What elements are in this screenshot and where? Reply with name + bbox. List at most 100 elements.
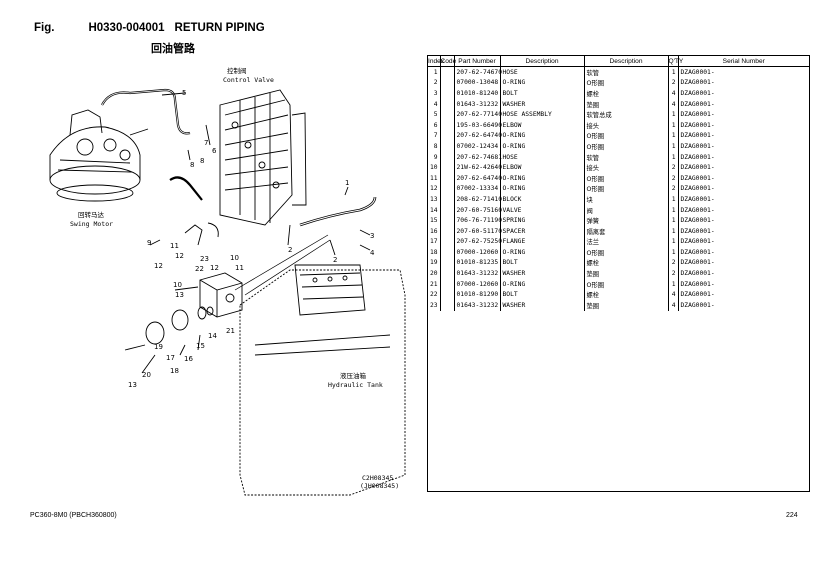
description-en-cell: SPACER bbox=[500, 225, 585, 237]
svg-text:22: 22 bbox=[195, 265, 204, 273]
code-cell bbox=[440, 141, 455, 152]
index-cell: 10 bbox=[428, 162, 441, 173]
svg-text:11: 11 bbox=[235, 264, 244, 272]
svg-text:8: 8 bbox=[190, 161, 194, 169]
index-cell: 5 bbox=[428, 109, 441, 120]
qty-cell: 1 bbox=[668, 204, 679, 216]
description-en-cell: O-RING bbox=[500, 77, 585, 89]
parts-diagram: 控制阀 Control Valve 回转马达 Swing Motor 液压油箱 … bbox=[49, 66, 406, 496]
description-en-cell: FLANGE bbox=[500, 236, 585, 248]
control-valve-drawing bbox=[219, 89, 307, 226]
part-number-cell: 21W-62-42640 bbox=[454, 162, 502, 173]
svg-text:23: 23 bbox=[200, 255, 209, 263]
description-cn-cell: 块 bbox=[584, 194, 669, 205]
qty-cell: 2 bbox=[668, 77, 679, 89]
hyd-tank-label-cn: 液压油箱 bbox=[340, 371, 367, 380]
index-cell: 7 bbox=[428, 130, 441, 142]
fig-label: Fig. bbox=[34, 22, 55, 34]
svg-text:13: 13 bbox=[128, 381, 137, 389]
part-number-cell: 208-62-71410 bbox=[454, 194, 502, 205]
description-cn-cell: O形圈 bbox=[584, 141, 669, 152]
svg-text:8: 8 bbox=[200, 157, 204, 165]
description-en-cell: ELBOW bbox=[500, 119, 585, 131]
description-en-cell: BLOCK bbox=[500, 194, 585, 205]
qty-cell: 1 bbox=[668, 130, 679, 142]
serial-number-cell: DZAG0001- bbox=[680, 206, 715, 214]
svg-text:2: 2 bbox=[288, 246, 292, 254]
qty-cell: 2 bbox=[668, 162, 679, 173]
index-cell: 11 bbox=[428, 172, 441, 184]
fig-subtitle: 回油管路 bbox=[151, 42, 195, 55]
serial-number-cell: DZAG0001- bbox=[680, 142, 715, 150]
index-cell: 8 bbox=[428, 141, 441, 152]
control-valve-label-en: Control Valve bbox=[223, 76, 274, 84]
svg-text:20: 20 bbox=[142, 371, 151, 379]
part-number-cell: 01010-81290 bbox=[454, 289, 501, 301]
svg-text:17: 17 bbox=[166, 354, 175, 362]
description-cn-cell: O形圈 bbox=[584, 77, 669, 89]
control-valve-label-cn: 控制阀 bbox=[227, 66, 247, 75]
part-number-cell: 01010-81240 bbox=[454, 88, 501, 99]
index-cell: 4 bbox=[428, 98, 441, 110]
description-cn-cell: 弹簧 bbox=[584, 215, 669, 226]
serial-number-cell: DZAG0001- bbox=[680, 195, 715, 203]
part-number-cell: 07000-13048 bbox=[454, 77, 501, 89]
code-cell bbox=[440, 194, 455, 205]
description-en-cell: WASHER bbox=[500, 300, 585, 311]
svg-text:4: 4 bbox=[370, 249, 375, 257]
serial-number-cell: DZAG0001- bbox=[680, 248, 715, 256]
drawing-number-alt: (JH008345) bbox=[360, 482, 399, 490]
code-cell bbox=[440, 257, 455, 269]
swing-motor-label-en: Swing Motor bbox=[70, 220, 113, 228]
qty-cell: 1 bbox=[668, 194, 679, 205]
serial-number-cell: DZAG0001- bbox=[680, 227, 715, 235]
svg-text:1: 1 bbox=[345, 179, 349, 187]
svg-text:9: 9 bbox=[147, 239, 151, 247]
description-cn-cell: 螺栓 bbox=[584, 289, 669, 301]
description-cn-cell: 垫圈 bbox=[584, 268, 669, 279]
drawing-number: C2H08345 bbox=[362, 474, 393, 482]
description-cn-cell: 螺栓 bbox=[584, 88, 669, 99]
qty-cell: 1 bbox=[668, 119, 679, 131]
svg-text:19: 19 bbox=[154, 343, 163, 351]
svg-text:3: 3 bbox=[370, 232, 374, 240]
svg-text:6: 6 bbox=[212, 147, 217, 155]
code-cell bbox=[440, 183, 455, 195]
part-number-cell: 07000-12060 bbox=[454, 278, 501, 290]
code-cell bbox=[440, 247, 455, 258]
index-cell: 15 bbox=[428, 215, 441, 226]
description-cn-cell: O形圈 bbox=[584, 130, 669, 142]
code-cell bbox=[440, 236, 455, 248]
qty-cell: 2 bbox=[668, 268, 679, 279]
part-number-cell: 07002-12434 bbox=[454, 141, 501, 152]
serial-number-cell: DZAG0001- bbox=[680, 259, 715, 267]
part-number-cell: 195-03-66490 bbox=[454, 119, 502, 131]
qty-cell: 1 bbox=[668, 236, 679, 248]
index-cell: 18 bbox=[428, 247, 441, 258]
index-cell: 1 bbox=[428, 66, 441, 78]
svg-text:14: 14 bbox=[208, 332, 217, 340]
fig-title: RETURN PIPING bbox=[174, 22, 265, 34]
hyd-tank-label-en: Hydraulic Tank bbox=[328, 381, 383, 389]
qty-cell: 2 bbox=[668, 257, 679, 269]
svg-text:18: 18 bbox=[170, 367, 179, 375]
description-en-cell: ELBOW bbox=[500, 162, 585, 173]
description-cn-cell: 螺栓 bbox=[584, 257, 669, 269]
serial-number-cell: DZAG0001- bbox=[680, 185, 715, 193]
code-cell bbox=[440, 109, 455, 120]
qty-cell: 1 bbox=[668, 278, 679, 290]
index-cell: 22 bbox=[428, 289, 441, 301]
qty-cell: 1 bbox=[668, 141, 679, 152]
part-number-cell: 01010-81235 bbox=[454, 257, 501, 269]
index-cell: 12 bbox=[428, 183, 441, 195]
part-number-cell: 207-62-64740 bbox=[454, 172, 502, 184]
code-cell bbox=[440, 289, 455, 301]
